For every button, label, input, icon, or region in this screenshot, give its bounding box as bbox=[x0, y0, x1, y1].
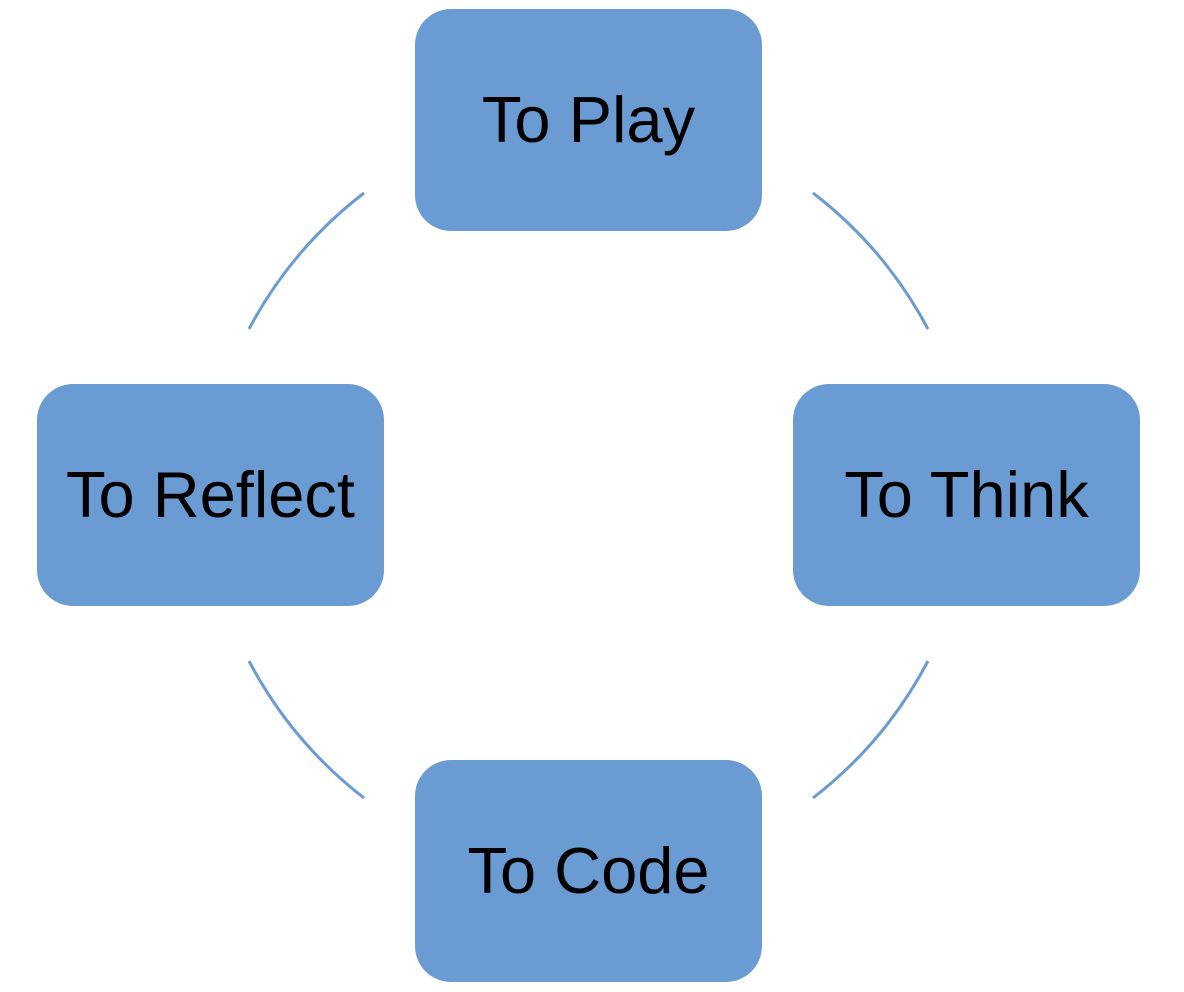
node-label: To Reflect bbox=[65, 458, 355, 531]
node-to-think: To Think bbox=[793, 384, 1140, 606]
node-to-play: To Play bbox=[415, 9, 762, 231]
connector-play-to-think bbox=[812, 191, 930, 330]
node-to-reflect: To Reflect bbox=[37, 384, 384, 606]
connector-reflect-to-play bbox=[247, 191, 365, 330]
connector-code-to-reflect bbox=[247, 660, 365, 800]
node-label: To Code bbox=[467, 834, 710, 907]
connector-think-to-code bbox=[812, 660, 930, 800]
node-label: To Play bbox=[481, 83, 696, 156]
node-to-code: To Code bbox=[415, 760, 762, 982]
node-label: To Think bbox=[844, 458, 1089, 531]
